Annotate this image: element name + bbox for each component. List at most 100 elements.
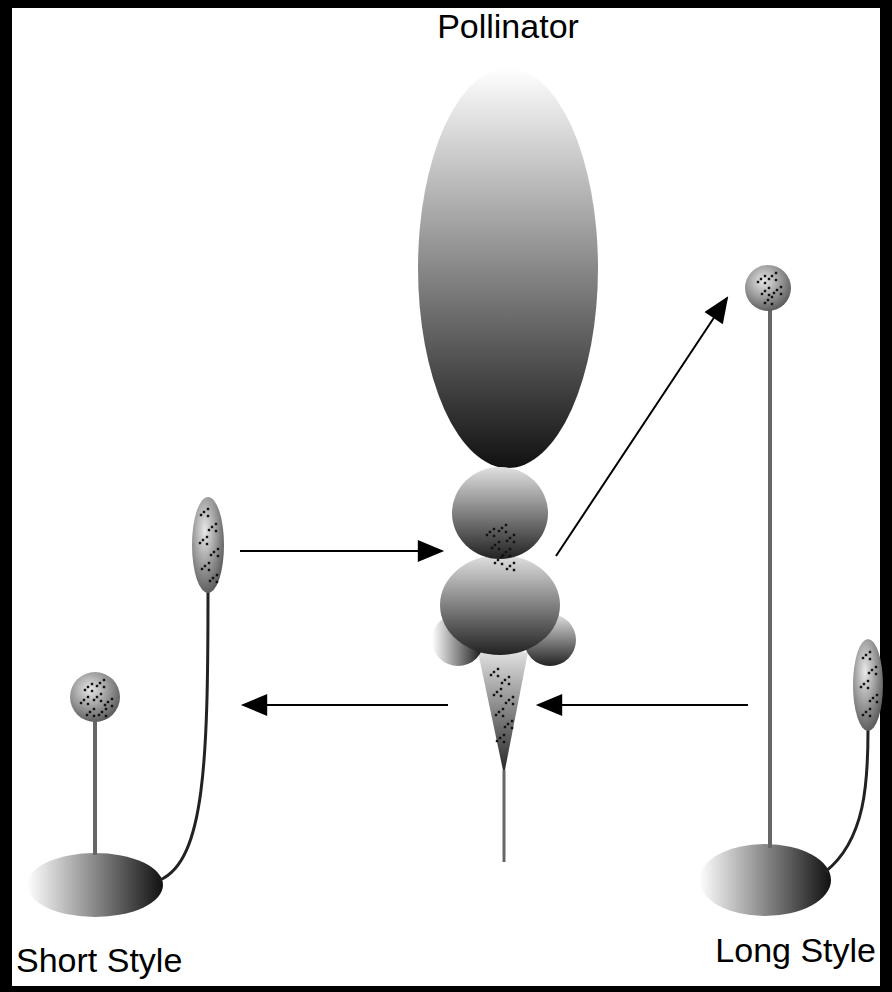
pollen-grain bbox=[872, 697, 874, 699]
pollen-grain bbox=[494, 562, 496, 564]
pollen-grain bbox=[780, 293, 782, 295]
pollen-grain bbox=[86, 714, 88, 716]
pollen-grain bbox=[200, 514, 202, 516]
pollen-grain bbox=[863, 683, 865, 685]
pollen-grain bbox=[867, 680, 869, 682]
pollen-grain bbox=[96, 685, 98, 687]
pollen-grain bbox=[493, 694, 495, 696]
pollen-grain bbox=[511, 727, 513, 729]
pollen-grain bbox=[91, 683, 93, 685]
short-style-flower bbox=[27, 497, 224, 917]
pollen-grain bbox=[513, 541, 515, 543]
pollen-grain bbox=[509, 548, 511, 550]
pollen-grain bbox=[111, 698, 113, 700]
pollen-grain bbox=[868, 672, 870, 674]
pollen-grain bbox=[871, 669, 873, 671]
pollen-grain bbox=[501, 563, 503, 565]
pollen-grain bbox=[503, 734, 505, 736]
pollen-grain bbox=[869, 658, 871, 660]
pollen-grains bbox=[80, 272, 878, 743]
pollen-grain bbox=[764, 302, 766, 304]
pollen-grain bbox=[512, 703, 514, 705]
pollen-grain bbox=[764, 290, 766, 292]
pollen-grain bbox=[508, 676, 510, 678]
pollen-grain bbox=[104, 704, 106, 706]
pollen-grain bbox=[764, 275, 766, 277]
pollen-grain bbox=[493, 535, 495, 537]
pollen-grain bbox=[505, 531, 507, 533]
pollen-grain bbox=[498, 541, 500, 543]
pollen-grain bbox=[505, 702, 507, 704]
pollen-grain bbox=[84, 689, 86, 691]
pollen-grain bbox=[100, 693, 102, 695]
pollen-grain bbox=[502, 715, 504, 717]
pollen-grain bbox=[860, 686, 862, 688]
pollen-grain bbox=[768, 294, 770, 296]
pollen-grain bbox=[513, 562, 515, 564]
long-style-flower bbox=[699, 265, 883, 916]
pollen-grain bbox=[862, 714, 864, 716]
pollen-grain bbox=[201, 568, 203, 570]
pollen-grain bbox=[771, 303, 773, 305]
pollen-grain bbox=[508, 683, 510, 685]
pollen-grain bbox=[869, 700, 871, 702]
pollen-grain bbox=[494, 544, 496, 546]
pollen-grain bbox=[215, 530, 217, 532]
pollen-grain bbox=[103, 686, 105, 688]
pollen-grain bbox=[498, 711, 500, 713]
pollen-grain bbox=[100, 700, 102, 702]
pollen-grain bbox=[498, 548, 500, 550]
pollen-grain bbox=[875, 666, 877, 668]
pollen-grain bbox=[93, 699, 95, 701]
pollen-grain bbox=[491, 547, 493, 549]
pollen-grain bbox=[216, 581, 218, 583]
pollen-grain bbox=[768, 278, 770, 280]
pollen-grain bbox=[512, 696, 514, 698]
pollen-grain bbox=[111, 705, 113, 707]
pollen-grain bbox=[493, 671, 495, 673]
pollen-grain bbox=[775, 279, 777, 281]
pollen-grain bbox=[509, 565, 511, 567]
pollen-grain bbox=[771, 296, 773, 298]
pollen-grain bbox=[508, 699, 510, 701]
pollen-grain bbox=[862, 657, 864, 659]
pollen-grain bbox=[867, 687, 869, 689]
pollen-grain bbox=[500, 688, 502, 690]
pollen-grain bbox=[207, 508, 209, 510]
pollen-grain bbox=[501, 556, 503, 558]
pollinator-figure bbox=[418, 68, 598, 862]
pollen-grain bbox=[105, 708, 107, 710]
pollen-grain bbox=[504, 726, 506, 728]
pollen-grain bbox=[876, 694, 878, 696]
pollen-grain bbox=[89, 711, 91, 713]
pollen-grain bbox=[217, 555, 219, 557]
pollen-grain bbox=[206, 536, 208, 538]
pollen-grain bbox=[876, 701, 878, 703]
pollen-grain bbox=[199, 542, 201, 544]
pollen-grain bbox=[216, 574, 218, 576]
pollen-grain bbox=[490, 674, 492, 676]
pollen-grain bbox=[869, 715, 871, 717]
pollen-grain bbox=[501, 527, 503, 529]
pollen-grain bbox=[505, 551, 507, 553]
pollen-grain bbox=[761, 293, 763, 295]
pollen-grain bbox=[208, 562, 210, 564]
pollen-grain bbox=[497, 675, 499, 677]
pollen-grain bbox=[80, 702, 82, 704]
pollen-grain bbox=[98, 714, 100, 716]
pollen-grain bbox=[497, 559, 499, 561]
pollen-grain bbox=[865, 711, 867, 713]
pollen-grain bbox=[869, 651, 871, 653]
pollen-grain bbox=[498, 530, 500, 532]
pollen-grain bbox=[204, 565, 206, 567]
pollen-grain bbox=[773, 292, 775, 294]
pollen-grain bbox=[767, 299, 769, 301]
pollen-grain bbox=[208, 529, 210, 531]
pollen-grain bbox=[107, 701, 109, 703]
pollen-grain bbox=[764, 282, 766, 284]
pollen-grain bbox=[489, 531, 491, 533]
pollen-grain bbox=[202, 539, 204, 541]
pollen-grain bbox=[776, 289, 778, 291]
pollen-grain bbox=[215, 523, 217, 525]
